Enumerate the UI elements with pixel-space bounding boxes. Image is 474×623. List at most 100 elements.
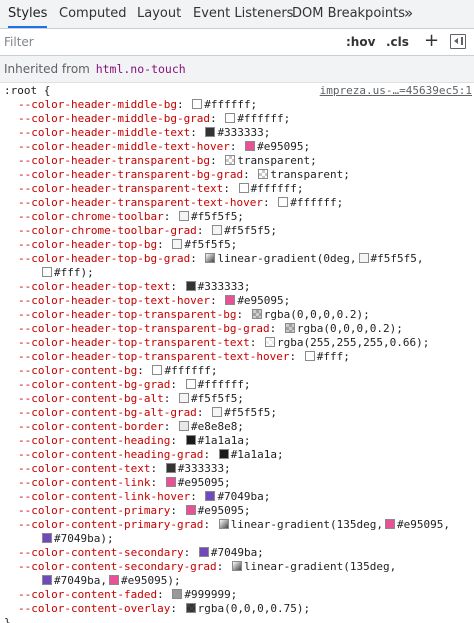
property-name[interactable]: --color-header-middle-bg bbox=[18, 98, 177, 111]
property-name[interactable]: --color-content-faded bbox=[18, 588, 158, 601]
property-value[interactable]: #ffffff; bbox=[290, 196, 344, 209]
property-name[interactable]: --color-header-top-text-hover bbox=[18, 294, 211, 307]
property-value[interactable]: #7049ba); bbox=[54, 532, 114, 545]
property-value[interactable]: #7049ba, bbox=[54, 574, 107, 587]
property-value[interactable]: #999999; bbox=[184, 588, 238, 601]
color-swatch-icon[interactable] bbox=[165, 463, 176, 473]
tab-event-listeners[interactable]: Event Listeners bbox=[193, 6, 294, 21]
property-name[interactable]: --color-header-top-text bbox=[18, 280, 171, 293]
property-name[interactable]: --color-content-secondary bbox=[18, 546, 184, 559]
color-swatch-icon[interactable] bbox=[251, 309, 262, 319]
property-name[interactable]: --color-header-top-transparent-text bbox=[18, 336, 250, 349]
property-name[interactable]: --color-content-bg-grad bbox=[18, 378, 171, 391]
property-value[interactable]: #e95095; bbox=[257, 140, 311, 153]
property-value[interactable]: #f5f5f5; bbox=[184, 238, 238, 251]
property-name[interactable]: --color-header-transparent-bg-grad bbox=[18, 168, 244, 181]
property-name[interactable]: --color-chrome-toolbar-grad bbox=[18, 224, 197, 237]
property-value[interactable]: rgba(0,0,0,0.2); bbox=[263, 308, 370, 321]
property-value[interactable]: #fff); bbox=[54, 266, 94, 279]
color-swatch-icon[interactable] bbox=[178, 211, 189, 221]
tab-styles[interactable]: Styles bbox=[8, 0, 48, 28]
property-value[interactable]: #e95095; bbox=[237, 294, 291, 307]
color-swatch-icon[interactable] bbox=[165, 477, 176, 487]
property-name[interactable]: --color-header-middle-bg-grad bbox=[18, 112, 211, 125]
color-swatch-icon[interactable] bbox=[265, 337, 276, 347]
property-name[interactable]: --color-content-heading-grad bbox=[18, 448, 204, 461]
property-value[interactable]: linear-gradient(0deg, bbox=[217, 252, 357, 265]
property-name[interactable]: --color-header-top-bg bbox=[18, 238, 158, 251]
hover-state-button[interactable]: :hov bbox=[346, 35, 376, 49]
property-value[interactable]: #1a1a1a; bbox=[230, 448, 284, 461]
property-value[interactable]: #e8e8e8; bbox=[190, 420, 244, 433]
property-value[interactable]: linear-gradient(135deg, bbox=[230, 518, 384, 531]
property-name[interactable]: --color-content-link-hover bbox=[18, 490, 191, 503]
color-swatch-icon[interactable] bbox=[225, 155, 236, 165]
property-value[interactable]: rgba(0,0,0,0.2); bbox=[296, 322, 403, 335]
color-swatch-icon[interactable] bbox=[258, 169, 269, 179]
property-value[interactable]: #ffffff; bbox=[250, 182, 304, 195]
toggle-sidebar-icon[interactable] bbox=[450, 34, 466, 49]
color-swatch-icon[interactable] bbox=[152, 365, 163, 375]
color-swatch-icon[interactable] bbox=[42, 575, 52, 585]
color-swatch-icon[interactable] bbox=[245, 141, 256, 151]
color-swatch-icon[interactable] bbox=[178, 393, 189, 403]
color-swatch-icon[interactable] bbox=[225, 295, 236, 305]
property-name[interactable]: --color-header-middle-text-hover bbox=[18, 140, 230, 153]
property-value[interactable]: #7049ba; bbox=[217, 490, 271, 503]
color-swatch-icon[interactable] bbox=[185, 505, 196, 515]
property-value[interactable]: #fff; bbox=[316, 350, 350, 363]
color-swatch-icon[interactable] bbox=[172, 589, 183, 599]
property-name[interactable]: --color-content-bg-alt-grad bbox=[18, 406, 197, 419]
color-swatch-icon[interactable] bbox=[178, 421, 189, 431]
property-name[interactable]: --color-chrome-toolbar bbox=[18, 210, 164, 223]
inherited-selector-link[interactable]: html.no-touch bbox=[95, 62, 186, 76]
property-name[interactable]: --color-header-transparent-bg bbox=[18, 154, 211, 167]
property-value[interactable]: #e95095); bbox=[120, 574, 181, 587]
property-value[interactable]: linear-gradient(135deg, bbox=[243, 560, 397, 573]
color-swatch-icon[interactable] bbox=[42, 533, 52, 543]
property-value[interactable]: #333333; bbox=[177, 462, 231, 475]
property-name[interactable]: --color-content-bg bbox=[18, 364, 138, 377]
property-name[interactable]: --color-header-top-transparent-bg bbox=[18, 308, 237, 321]
property-name[interactable]: --color-header-top-bg-grad bbox=[18, 252, 191, 265]
color-swatch-icon[interactable] bbox=[192, 99, 203, 109]
color-swatch-icon[interactable] bbox=[185, 435, 196, 445]
property-value[interactable]: #f5f5f5; bbox=[224, 406, 278, 419]
property-value[interactable]: #ffffff; bbox=[164, 364, 218, 377]
property-value[interactable]: #f5f5f5; bbox=[224, 224, 278, 237]
property-value[interactable]: transparent; bbox=[237, 154, 317, 167]
property-name[interactable]: --color-content-primary bbox=[18, 504, 171, 517]
property-value[interactable]: #f5f5f5; bbox=[190, 210, 244, 223]
property-value[interactable]: #7049ba; bbox=[210, 546, 264, 559]
color-swatch-icon[interactable] bbox=[198, 547, 209, 557]
property-value[interactable]: #ffffff; bbox=[204, 98, 258, 111]
property-name[interactable]: --color-content-text bbox=[18, 462, 151, 475]
property-value[interactable]: #333333; bbox=[197, 280, 251, 293]
property-value[interactable]: #e95095; bbox=[177, 476, 231, 489]
property-value[interactable]: #ffffff; bbox=[197, 378, 251, 391]
color-swatch-icon[interactable] bbox=[42, 267, 52, 277]
rule-selector[interactable]: :root bbox=[4, 84, 38, 97]
property-name[interactable]: --color-header-top-transparent-bg-grad bbox=[18, 322, 270, 335]
color-swatch-icon[interactable] bbox=[284, 323, 295, 333]
color-swatch-icon[interactable] bbox=[172, 239, 183, 249]
property-name[interactable]: --color-header-top-transparent-text-hove… bbox=[18, 350, 290, 363]
more-tabs-chevron-icon[interactable]: » bbox=[404, 4, 414, 22]
tab-layout[interactable]: Layout bbox=[137, 6, 182, 21]
property-name[interactable]: --color-header-transparent-text bbox=[18, 182, 224, 195]
color-swatch-icon[interactable] bbox=[385, 519, 396, 529]
property-name[interactable]: --color-content-bg-alt bbox=[18, 392, 164, 405]
color-swatch-icon[interactable] bbox=[225, 113, 236, 123]
property-value[interactable]: #f5f5f5, bbox=[370, 252, 424, 265]
property-name[interactable]: --color-header-middle-text bbox=[18, 126, 191, 139]
color-swatch-icon[interactable] bbox=[358, 253, 369, 263]
property-name[interactable]: --color-content-border bbox=[18, 420, 164, 433]
color-swatch-icon[interactable] bbox=[278, 197, 289, 207]
gradient-swatch-icon[interactable] bbox=[231, 561, 242, 571]
color-swatch-icon[interactable] bbox=[108, 575, 119, 585]
property-name[interactable]: --color-content-heading bbox=[18, 434, 171, 447]
color-swatch-icon[interactable] bbox=[304, 351, 315, 361]
tab-computed[interactable]: Computed bbox=[59, 6, 127, 21]
gradient-swatch-icon[interactable] bbox=[205, 253, 216, 263]
color-swatch-icon[interactable] bbox=[185, 379, 196, 389]
